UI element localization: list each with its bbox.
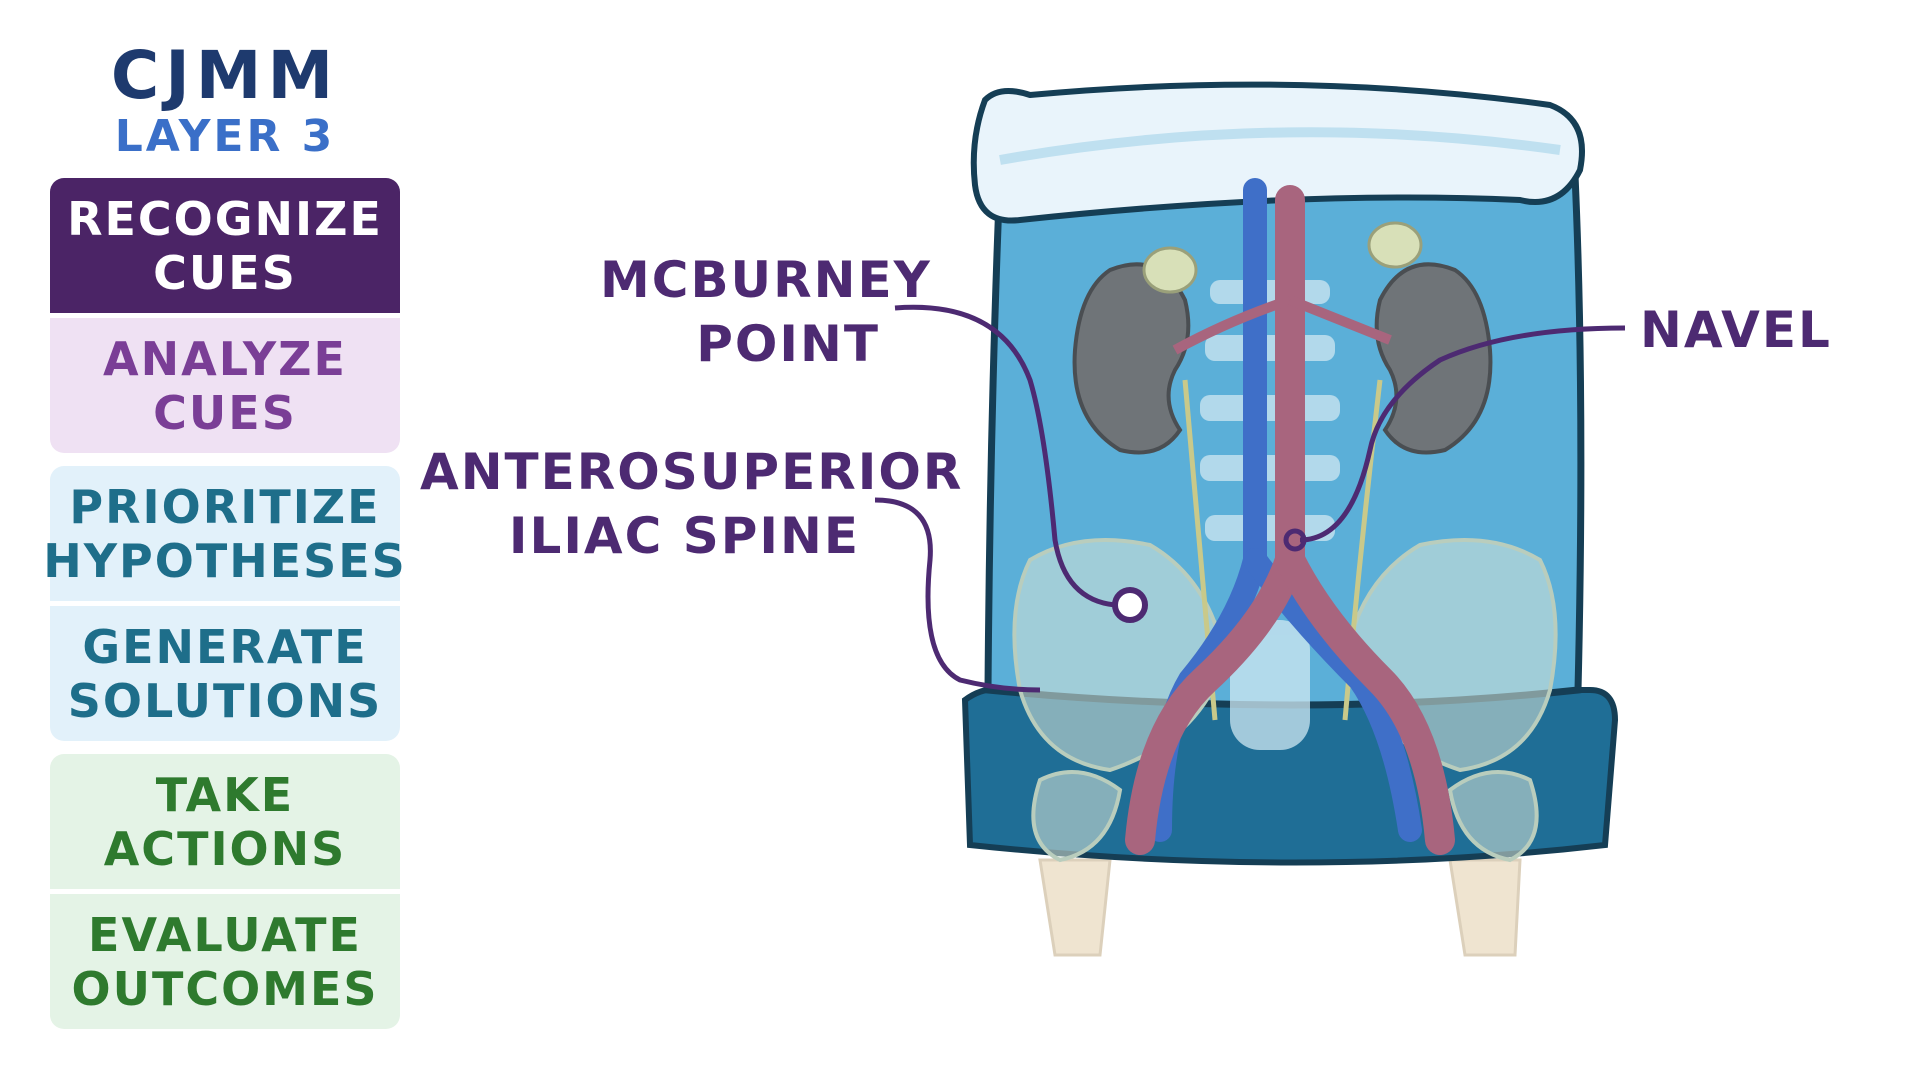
step-line1: GENERATE <box>82 619 368 674</box>
label-navel: NAVEL <box>1640 298 1832 362</box>
step-line2: OUTCOMES <box>71 961 379 1016</box>
step-line1: PRIORITIZE <box>69 479 381 534</box>
label-mcburney-line2: POINT <box>696 315 880 373</box>
femur-shapes <box>1038 858 1522 957</box>
mcburney-point-marker <box>1112 587 1148 623</box>
step-line2: HYPOTHESES <box>43 533 407 588</box>
asis-leader-line <box>874 497 1041 693</box>
step-line2: CUES <box>153 245 297 300</box>
step-line1: TAKE <box>155 767 295 822</box>
label-anterosuperior-iliac-spine: ANTEROSUPERIOR ILIAC SPINE <box>420 440 964 568</box>
label-asis-line1: ANTEROSUPERIOR <box>420 443 964 501</box>
label-mcburney-point: McBURNEY POINT <box>600 248 932 376</box>
mcburney-leader-line <box>894 304 1116 608</box>
title-main: CJMM <box>110 37 340 114</box>
step-line1: EVALUATE <box>88 907 362 962</box>
label-navel-text: NAVEL <box>1640 301 1832 359</box>
aorta <box>1125 185 1305 855</box>
step-line2: SOLUTIONS <box>67 673 383 728</box>
label-mcburney-line1: McBURNEY <box>600 251 932 309</box>
title-sub: LAYER 3 <box>114 111 336 162</box>
label-asis-line2: ILIAC SPINE <box>508 507 860 565</box>
title-block: CJMM LAYER 3 <box>50 40 400 162</box>
step-line2: ACTIONS <box>103 821 347 876</box>
step-line1: ANALYZE <box>103 331 347 386</box>
step-line1: RECOGNIZE <box>67 191 383 246</box>
kidneys <box>1072 221 1493 455</box>
shirt-band <box>970 81 1585 224</box>
step-line2: CUES <box>153 385 297 440</box>
navel-leader-line <box>1299 325 1626 543</box>
